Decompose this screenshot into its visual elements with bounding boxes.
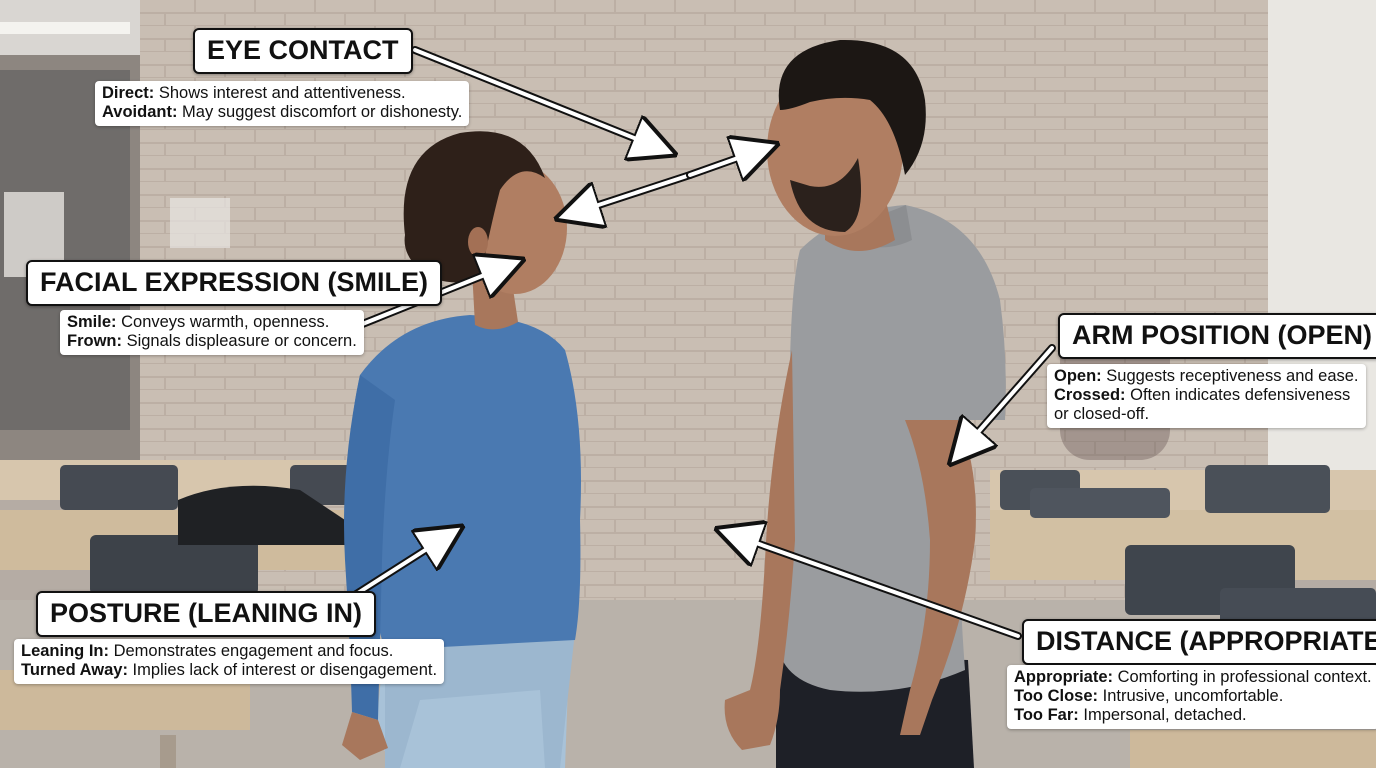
facial-expression-smile-row: Smile: Conveys warmth, openness.: [67, 313, 357, 332]
posture-leaning-in-text: Demonstrates engagement and focus.: [109, 642, 394, 660]
arm-position-open-text: Suggests receptiveness and ease.: [1101, 367, 1359, 385]
facial-expression-frown-term: Frown:: [67, 332, 122, 350]
arm-position-open-term: Open:: [1054, 367, 1102, 385]
arm-position-crossed-text: Often indicates defensiveness: [1125, 386, 1351, 404]
eye-contact-description: Direct: Shows interest and attentiveness…: [95, 81, 470, 126]
arm-position-open-row: Open: Suggests receptiveness and ease.: [1054, 367, 1359, 386]
posture-description: Leaning In: Demonstrates engagement and …: [14, 639, 445, 684]
distance-too-far-text: Impersonal, detached.: [1078, 706, 1247, 724]
distance-appropriate-row: Appropriate: Comforting in professional …: [1014, 668, 1372, 687]
facial-expression-description: Smile: Conveys warmth, openness. Frown: …: [60, 310, 364, 355]
facial-expression-frown-text: Signals displeasure or concern.: [122, 332, 357, 350]
eye-contact-direct-term: Direct:: [102, 84, 155, 102]
distance-title: DISTANCE (APPROPRIATE): [1022, 619, 1376, 665]
facial-expression-title: FACIAL EXPRESSION (SMILE): [26, 260, 443, 306]
posture-turned-away-row: Turned Away: Implies lack of interest or…: [21, 661, 437, 680]
posture-title: POSTURE (LEANING IN): [36, 591, 377, 637]
distance-appropriate-term: Appropriate:: [1014, 668, 1113, 686]
arm-position-title: ARM POSITION (OPEN): [1058, 313, 1376, 359]
posture-leaning-in-row: Leaning In: Demonstrates engagement and …: [21, 642, 437, 661]
eye-contact-avoidant-row: Avoidant: May suggest discomfort or dish…: [102, 103, 462, 122]
arm-position-continued-text: or closed-off.: [1054, 405, 1150, 423]
arm-position-crossed-continued-row: or closed-off.: [1054, 405, 1359, 424]
arm-position-description: Open: Suggests receptiveness and ease. C…: [1047, 364, 1366, 428]
eye-contact-direct-row: Direct: Shows interest and attentiveness…: [102, 84, 462, 103]
distance-too-close-row: Too Close: Intrusive, uncomfortable.: [1014, 687, 1372, 706]
facial-expression-smile-term: Smile:: [67, 313, 117, 331]
arm-position-crossed-row: Crossed: Often indicates defensiveness: [1054, 386, 1359, 405]
distance-too-close-term: Too Close:: [1014, 687, 1099, 705]
eye-contact-title: EYE CONTACT: [193, 28, 413, 74]
distance-appropriate-text: Comforting in professional context.: [1113, 668, 1372, 686]
posture-turned-away-term: Turned Away:: [21, 661, 128, 679]
posture-leaning-in-term: Leaning In:: [21, 642, 109, 660]
facial-expression-frown-row: Frown: Signals displeasure or concern.: [67, 332, 357, 351]
arm-position-crossed-term: Crossed:: [1054, 386, 1126, 404]
facial-expression-smile-text: Conveys warmth, openness.: [116, 313, 330, 331]
distance-description: Appropriate: Comforting in professional …: [1007, 665, 1376, 729]
eye-contact-direct-text: Shows interest and attentiveness.: [154, 84, 406, 102]
posture-turned-away-text: Implies lack of interest or disengagemen…: [127, 661, 438, 679]
distance-too-far-term: Too Far:: [1014, 706, 1079, 724]
distance-too-close-text: Intrusive, uncomfortable.: [1098, 687, 1284, 705]
eye-contact-avoidant-text: May suggest discomfort or dishonesty.: [177, 103, 463, 121]
distance-too-far-row: Too Far: Impersonal, detached.: [1014, 706, 1372, 725]
eye-contact-avoidant-term: Avoidant:: [102, 103, 178, 121]
